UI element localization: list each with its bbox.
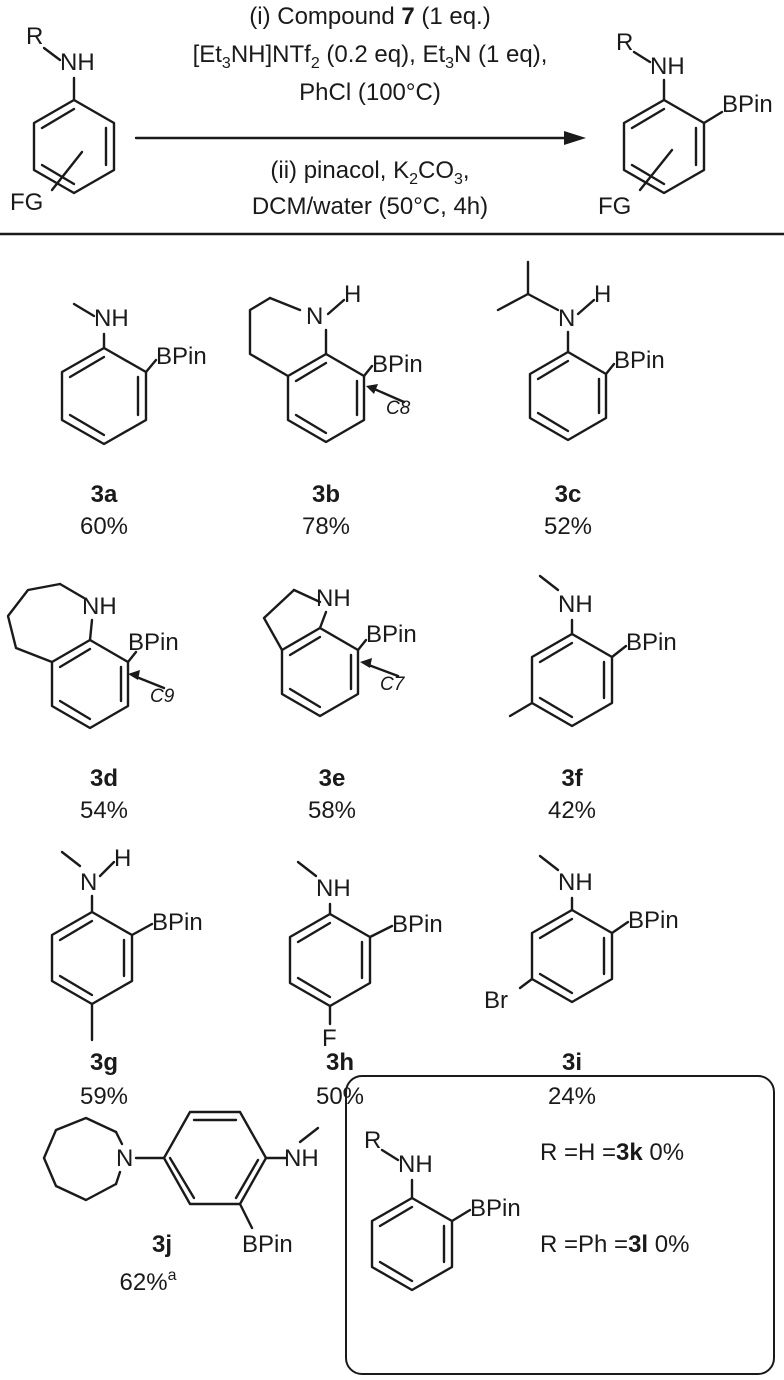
compound-3b-id: 3b	[312, 481, 340, 508]
failed-box-border	[345, 1075, 775, 1375]
arrow-c9-icon	[128, 670, 140, 680]
arrow-head-icon	[564, 131, 586, 145]
compound-3j-yield: 62%a	[120, 1267, 177, 1296]
conditions-line-1: (i) Compound 7 (1 eq.)	[249, 3, 490, 30]
compound-3c-h-label: H	[594, 281, 611, 308]
compound-3h-bpin-label: BPin	[392, 911, 443, 938]
arrow-c7-icon	[360, 658, 372, 668]
compound-3j-nh-label: NH	[284, 1145, 319, 1172]
failed-entry-3l: R =Ph =3l 0%	[540, 1231, 689, 1258]
compound-3f-nh-label: NH	[558, 591, 593, 618]
compound-3f-structure: NH BPin	[508, 574, 677, 728]
compound-3i-structure: NH BPin Br	[484, 854, 679, 1014]
compound-3d-id: 3d	[90, 765, 118, 792]
compound-3i-br-label: Br	[484, 987, 508, 1014]
compound-3d-bpin-label: BPin	[128, 629, 179, 656]
reactant-structure: R NH FG	[10, 23, 116, 216]
compound-3a-id: 3a	[91, 481, 118, 508]
compound-3g-structure: N H BPin	[50, 845, 203, 1042]
compound-3i-id: 3i	[562, 1049, 582, 1076]
compound-3h-nh-label: NH	[316, 875, 351, 902]
arrow-c8-icon	[366, 384, 378, 394]
compound-3d-nh-label: NH	[82, 593, 117, 620]
compound-3g-id: 3g	[90, 1049, 118, 1076]
compound-3j-bpin-label: BPin	[242, 1231, 293, 1258]
failed-box-bpin-label: BPin	[470, 1195, 521, 1222]
compound-3e-nh-label: NH	[316, 585, 351, 612]
conditions-line-2: [Et3NH]NTf2 (0.2 eq), Et3N (1 eq),	[193, 41, 548, 72]
compound-3a-yield: 60%	[80, 513, 128, 540]
compound-3c-bpin-label: BPin	[614, 347, 665, 374]
compound-3b-h-label: H	[344, 281, 361, 308]
compound-3g-yield: 59%	[80, 1083, 128, 1110]
compound-3h-f-label: F	[322, 1025, 337, 1052]
compound-3e-position-label: C7	[380, 674, 406, 695]
product-r-label: R	[616, 29, 633, 56]
compound-3e-id: 3e	[319, 765, 346, 792]
compound-3b-yield: 78%	[302, 513, 350, 540]
reactant-r-label: R	[26, 23, 43, 50]
compound-3h-id: 3h	[326, 1049, 354, 1076]
compound-3i-nh-label: NH	[558, 869, 593, 896]
conditions-line-4: (ii) pinacol, K2CO3,	[270, 157, 469, 188]
compound-3g-bpin-label: BPin	[152, 909, 203, 936]
conditions-line-5: DCM/water (50°C, 4h)	[252, 193, 488, 220]
conditions-line-3: PhCl (100°C)	[299, 79, 441, 106]
product-nh-label: NH	[650, 53, 685, 80]
compound-3c-yield: 52%	[544, 513, 592, 540]
compound-3g-h-label: H	[114, 845, 131, 872]
compound-3c-n-label: N	[558, 305, 575, 332]
compound-3d-structure: NH BPin C9	[6, 582, 179, 730]
failed-substrates-box: R NH BPin R =H =3k 0% R =Ph =3l 0%	[345, 1075, 775, 1375]
compound-3b-bpin-label: BPin	[372, 351, 423, 378]
compound-3i-yield: 24%	[548, 1083, 596, 1110]
reaction-arrow	[134, 131, 586, 145]
compound-3b-n-label: N	[306, 303, 323, 330]
failed-box-nh-label: NH	[398, 1151, 433, 1178]
compound-3b-structure: N H BPin C8	[248, 281, 423, 444]
product-structure: R NH BPin FG	[598, 29, 773, 220]
compound-3e-bpin-label: BPin	[366, 621, 417, 648]
compound-3j-id: 3j	[152, 1231, 172, 1258]
compound-3h-structure: NH BPin F	[288, 860, 443, 1052]
compound-3a-nh-label: NH	[94, 305, 129, 332]
compound-3f-id: 3f	[561, 765, 583, 792]
failed-entry-3k: R =H =3k 0%	[540, 1139, 684, 1166]
compound-3c-structure: N H BPin	[496, 260, 665, 442]
compound-3d-position-label: C9	[150, 686, 175, 707]
reaction-conditions-top: (i) Compound 7 (1 eq.) [Et3NH]NTf2 (0.2 …	[193, 3, 548, 106]
compound-3f-yield: 42%	[548, 797, 596, 824]
failed-box-r-label: R	[364, 1127, 381, 1154]
compound-3i-bpin-label: BPin	[628, 907, 679, 934]
product-bpin-label: BPin	[722, 91, 773, 118]
compound-3c-id: 3c	[555, 481, 582, 508]
compound-3j-structure: N NH BPin	[42, 1110, 320, 1258]
compound-3g-n-label: N	[80, 869, 97, 896]
compound-3j-n-label: N	[116, 1145, 133, 1172]
compound-3f-bpin-label: BPin	[626, 629, 677, 656]
compound-3d-yield: 54%	[80, 797, 128, 824]
reactant-nh-label: NH	[60, 49, 95, 76]
reaction-conditions-bottom: (ii) pinacol, K2CO3, DCM/water (50°C, 4h…	[252, 157, 488, 220]
product-fg-label: FG	[598, 193, 631, 220]
compound-3h-yield: 50%	[316, 1083, 364, 1110]
compound-3a-bpin-label: BPin	[156, 343, 207, 370]
compound-3a-structure: NH BPin	[60, 302, 207, 446]
reactant-fg-label: FG	[10, 189, 43, 216]
compound-3b-position-label: C8	[386, 398, 411, 419]
compound-3e-yield: 58%	[308, 797, 356, 824]
compound-3e-structure: NH BPin C7	[262, 585, 417, 718]
